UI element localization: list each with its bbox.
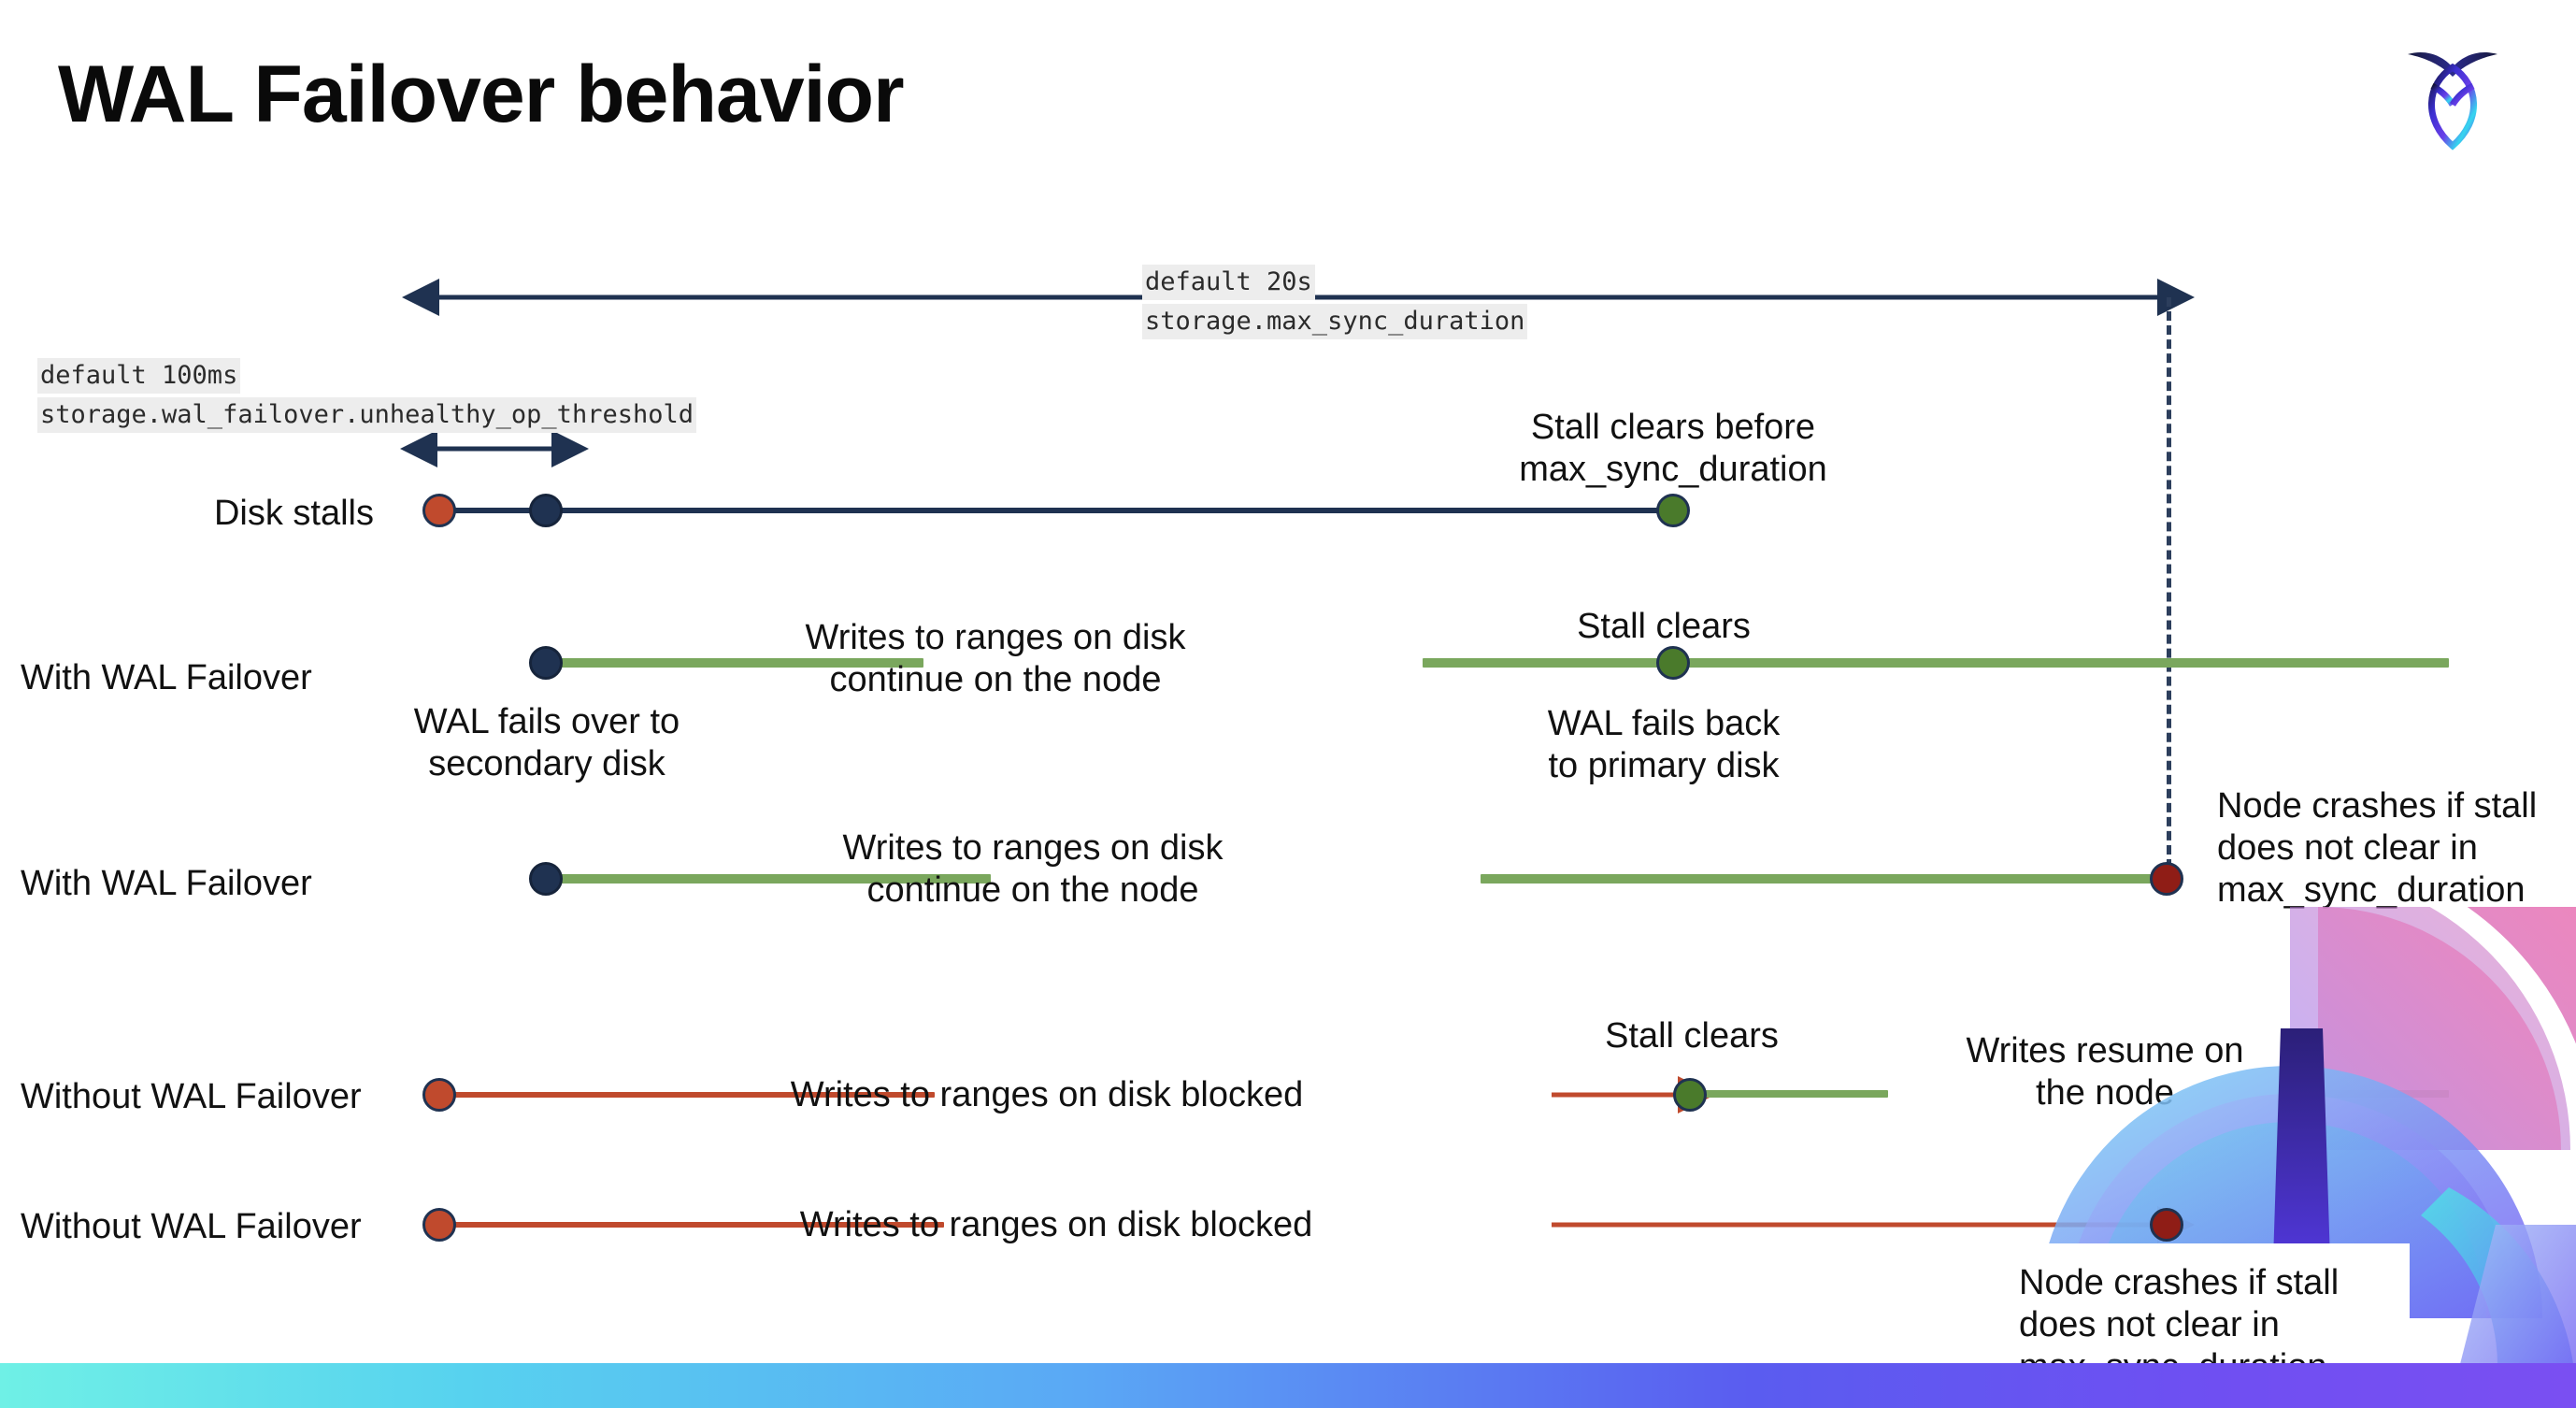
annotation-wal-fails-over: WAL fails over to secondary disk (413, 702, 680, 783)
stall-clears-dot-row2 (1656, 646, 1690, 680)
row-label-disk-stalls: Disk stalls (213, 494, 374, 533)
annotation-stall-clears-row2: Stall clears (1577, 607, 1751, 646)
wal-failover-trigger-dot (529, 494, 563, 527)
annotation-writes-blocked-1: Writes to ranges on disk blocked (790, 1075, 1304, 1114)
wal-fails-over-dot-row3 (529, 862, 563, 896)
annotation-writes-resume: Writes resume on the node (1966, 1031, 2244, 1113)
node-crash-dot-row3 (2150, 862, 2183, 896)
disk-stalls-timeline (439, 508, 1673, 513)
with-failover-crash-segment-b (1481, 874, 2172, 884)
row-label-without-wal-failover-2: Without WAL Failover (21, 1207, 362, 1246)
annotation-writes-blocked-2: Writes to ranges on disk blocked (799, 1205, 1313, 1244)
row-label-with-wal-failover-1: With WAL Failover (21, 658, 312, 697)
without-failover-resume-segment-1 (1703, 1090, 1888, 1098)
with-failover-primary-disk-segment (1423, 658, 2449, 668)
cockroachdb-logo-icon (2389, 30, 2516, 157)
row-label-with-wal-failover-2: With WAL Failover (21, 864, 312, 903)
annotation-writes-continue-1: Writes to ranges on disk continue on the… (805, 618, 1186, 699)
unhealthy-op-threshold-default-label: default 100ms (37, 358, 241, 395)
annotation-stall-clears-before: Stall clears before max_sync_duration (1519, 408, 1827, 489)
without-failover-blocked-segment-1 (449, 1092, 935, 1098)
node-crash-dot-row5 (2150, 1208, 2183, 1242)
max-sync-duration-setting-label: storage.max_sync_duration (1142, 304, 1528, 340)
disk-stall-clears-dot (1656, 494, 1690, 527)
with-failover-secondary-disk-segment (542, 658, 923, 668)
row-label-without-wal-failover-1: Without WAL Failover (21, 1077, 362, 1116)
annotation-writes-continue-2: Writes to ranges on disk continue on the… (842, 828, 1224, 910)
page-title: WAL Failover behavior (58, 50, 905, 139)
disk-stall-start-dot-row5 (422, 1208, 456, 1242)
without-failover-blocked-segment-2 (449, 1222, 944, 1228)
with-failover-crash-segment-a (542, 874, 991, 884)
max-sync-duration-default-label: default 20s (1142, 265, 1315, 301)
disk-stall-start-dot-row4 (422, 1078, 456, 1112)
annotation-node-crashes-1: Node crashes if stall does not clear in … (2217, 786, 2538, 910)
wal-fails-over-dot (529, 646, 563, 680)
stall-clears-dot-row4 (1673, 1078, 1707, 1112)
bottom-gradient-bar (0, 1363, 2576, 1408)
unhealthy-op-threshold-setting-label: storage.wal_failover.unhealthy_op_thresh… (37, 397, 696, 434)
disk-stall-start-dot (422, 494, 456, 527)
max-sync-duration-deadline-divider (2167, 297, 2171, 883)
annotation-wal-fails-back: WAL fails back to primary disk (1547, 704, 1781, 785)
annotation-stall-clears-row4: Stall clears (1605, 1016, 1779, 1056)
